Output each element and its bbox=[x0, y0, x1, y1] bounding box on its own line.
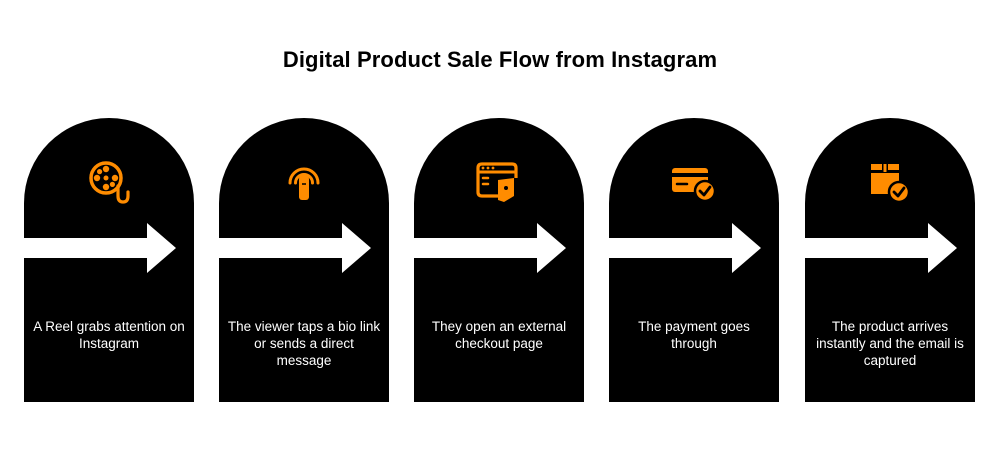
tap-touch-icon bbox=[279, 156, 329, 206]
credit-card-check-icon bbox=[669, 156, 719, 206]
step-card-4: The payment goes through bbox=[609, 118, 779, 402]
browser-checkout-icon bbox=[474, 156, 524, 206]
flow-arrow-1 bbox=[22, 222, 178, 274]
step-card-2: The viewer taps a bio link or sends a di… bbox=[219, 118, 389, 402]
flow-arrow-5 bbox=[803, 222, 959, 274]
flow-arrow-4 bbox=[607, 222, 763, 274]
step-text: The viewer taps a bio link or sends a di… bbox=[227, 319, 381, 368]
diagram-title: Digital Product Sale Flow from Instagram bbox=[282, 47, 718, 72]
step-card-1: A Reel grabs attention on Instagram bbox=[24, 118, 194, 402]
film-reel-icon bbox=[84, 156, 134, 206]
step-text: A Reel grabs attention on Instagram bbox=[33, 319, 185, 351]
step-card-5: The product arrives instantly and the em… bbox=[805, 118, 975, 402]
flow-arrow-2 bbox=[217, 222, 373, 274]
package-check-icon bbox=[865, 156, 915, 206]
step-card-3: They open an external checkout page bbox=[414, 118, 584, 402]
step-text: The payment goes through bbox=[638, 319, 750, 351]
flow-arrow-3 bbox=[412, 222, 568, 274]
step-text: They open an external checkout page bbox=[431, 319, 567, 351]
step-text: The product arrives instantly and the em… bbox=[816, 319, 964, 368]
